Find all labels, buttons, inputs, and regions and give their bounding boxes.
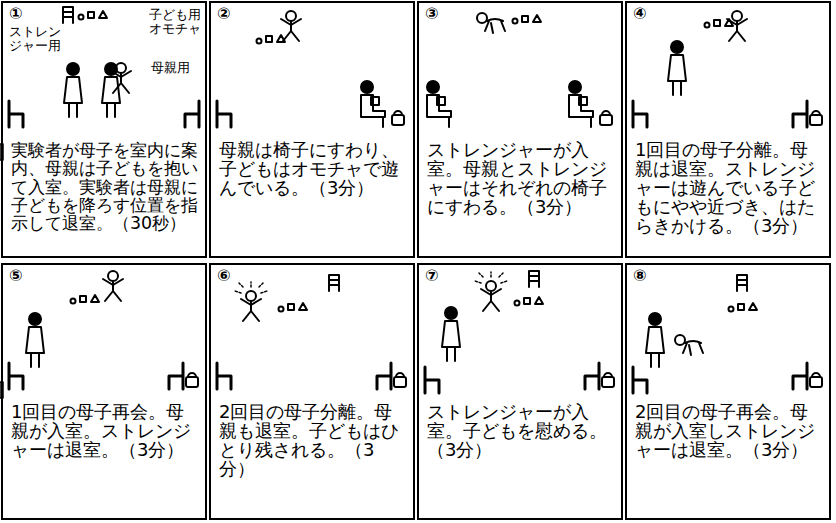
scene-4: [633, 11, 822, 127]
mother-figure: [26, 313, 44, 367]
step-panel: ① ストレンジャー用 子ども用オモチャ母親用実験者が母子を室内に案内、母親は子どもを…: [1, 1, 207, 258]
step-caption: 実験者が母子を室内に案内、母親は子どもを抱いて入室。実験者は母親に子どもを降ろす…: [11, 141, 199, 232]
step-number: ①: [9, 6, 23, 23]
step-panel: ⑤ 1回目の母子再会。母親が入室。ストレンジャーは退室。（3分）: [1, 263, 207, 520]
mother-seated: [361, 81, 385, 127]
mother-chair: [793, 101, 807, 127]
mother-chair: [185, 101, 199, 127]
mother-chair: [169, 363, 183, 389]
child-figure: [281, 11, 301, 41]
stranger-figure: [668, 41, 686, 95]
step-caption: 母親は椅子にすわり、子どもはオモチャで遊んでいる。（3分）: [219, 141, 407, 198]
stranger-chair: [217, 363, 231, 389]
child-figure: [111, 63, 131, 93]
stranger-chair: [633, 101, 647, 127]
handbag: [392, 111, 404, 125]
step-panel: ⑦ ストレンジャーが入室。子どもを慰める。（3分）: [417, 263, 623, 520]
handbag: [394, 373, 406, 387]
step-number: ⑧: [633, 268, 647, 285]
experimenter-figure: [64, 63, 82, 117]
stranger-figure: [442, 307, 460, 361]
toys: [71, 295, 100, 304]
mother-seated: [569, 81, 593, 127]
step-caption: ストレンジャーが入室。母親とストレンジャーはそれぞれの椅子にすわる。（3分）: [427, 141, 615, 217]
step-caption: ストレンジャーが入室。子どもを慰める。（3分）: [427, 403, 615, 460]
toys: [513, 15, 542, 24]
handbag: [186, 373, 198, 387]
toys: [79, 11, 108, 20]
stranger-seated: [427, 81, 451, 127]
step-caption: 1回目の母子分離。母親は退室。ストレンジャーは遊んでいる子どもにやや近づき、はた…: [635, 141, 823, 235]
toys: [257, 35, 286, 44]
toys: [729, 303, 758, 312]
handbag: [600, 111, 612, 125]
child-crawling: [675, 335, 703, 355]
mother-chair: [585, 363, 599, 389]
handbag: [810, 373, 822, 387]
step-number: ⑦: [425, 268, 439, 285]
mother-chair: [793, 363, 807, 389]
step-number: ④: [633, 6, 647, 23]
toy-shelf: [63, 7, 73, 23]
handbag: [602, 373, 614, 387]
stranger-chair: [425, 367, 439, 393]
toys: [705, 19, 734, 28]
handbag: [810, 111, 822, 125]
step-number: ⑤: [9, 268, 23, 285]
step-number: ③: [425, 6, 439, 23]
scene-6: [217, 275, 406, 389]
scene-3: [427, 13, 612, 127]
stranger-chair: [217, 101, 231, 127]
step-caption: 1回目の母子再会。母親が入室。ストレンジャーは退室。（3分）: [11, 403, 199, 460]
step-panel: ③ ストレンジャーが入室。母親とストレンジャーはそれぞれの椅子にすわる。（3分）: [417, 1, 623, 258]
stranger-chair: [633, 367, 647, 393]
scene-5: [9, 271, 198, 389]
child-figure: [103, 271, 123, 301]
child-crying: [235, 282, 267, 321]
scene-8: [633, 275, 822, 393]
child-crawling: [477, 13, 505, 33]
stranger-chair: [9, 101, 23, 127]
step-panel: ④ 1回目の母子分離。母親は退室。ストレンジャーは遊んでいる子どもにやや近づき、は…: [625, 1, 831, 258]
mother-chair: [377, 363, 391, 389]
step-caption: 2回目の母子再会。母親が入室しストレンジャーは退室。（3分）: [635, 403, 823, 460]
step-number: ②: [217, 6, 231, 23]
toy-shelf: [737, 275, 747, 291]
scene-7: [425, 271, 614, 393]
step-number: ⑥: [217, 268, 231, 285]
step-panel: ⑥ 2回目の母子分離。母親も退室。子どもはひとり残される。（3分）: [209, 263, 415, 520]
mother-figure: [646, 313, 664, 367]
child-crying: [475, 272, 507, 311]
stranger-chair: [9, 363, 23, 389]
toys: [515, 297, 544, 306]
step-caption: 2回目の母子分離。母親も退室。子どもはひとり残される。（3分）: [219, 403, 407, 479]
step-panel: ⑧ 2回目の母子再会。母親が入室しストレンジャーは退室。（3分）: [625, 263, 831, 520]
scene-2: [217, 11, 404, 127]
toys: [279, 303, 308, 312]
part-label: 母親用: [151, 61, 201, 75]
step-panel: ② 母親は椅子にすわり、子どもはオモチャで遊んでいる。（3分）: [209, 1, 415, 258]
part-label: 子ども用オモチャ: [149, 8, 205, 37]
toy-shelf: [529, 271, 539, 287]
toy-shelf: [329, 275, 339, 291]
part-label: ストレンジャー用: [9, 25, 65, 54]
